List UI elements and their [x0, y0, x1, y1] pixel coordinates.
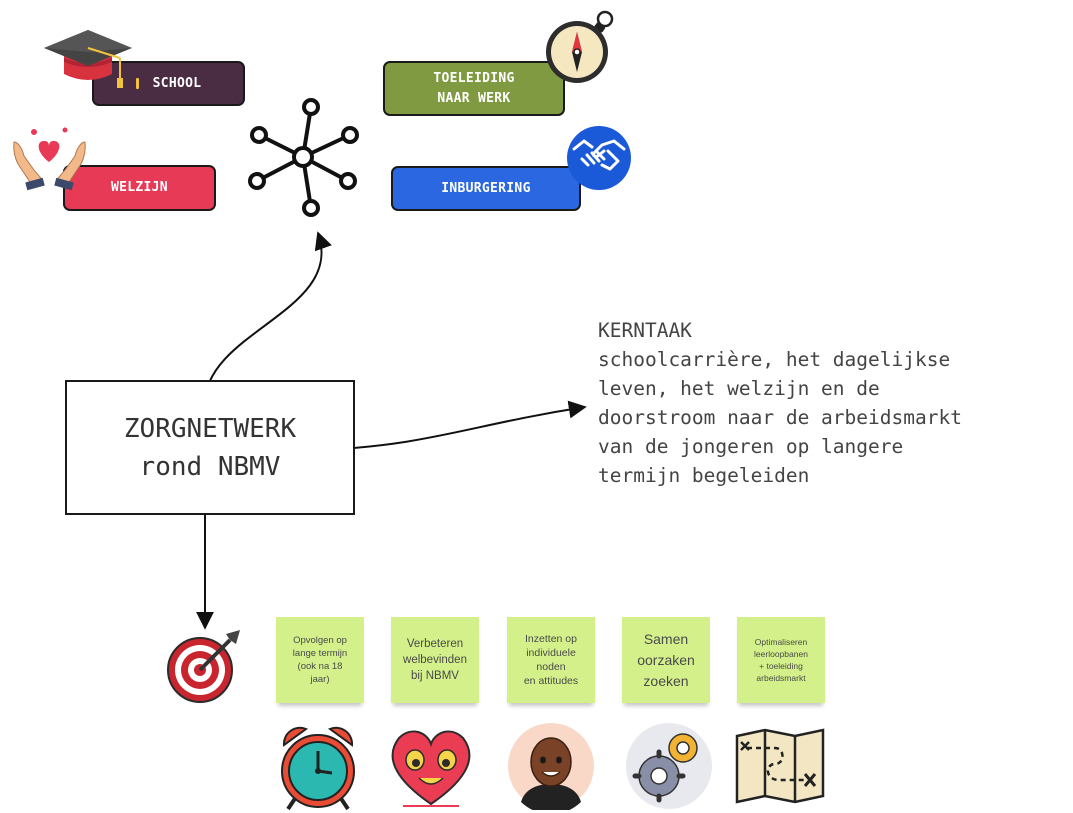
- goal-note-leerloopbanen: Optimaliseren leerloopbanen + toeleiding…: [737, 617, 825, 703]
- zorgnetwerk-box: ZORGNETWERK rond NBMV: [65, 380, 355, 515]
- treasure-map-icon: [735, 728, 825, 804]
- kerntaak-line: leven, het welzijn en de: [598, 377, 880, 400]
- goal-note-opvolgen: Opvolgen op lange termijn (ook na 18 jaa…: [276, 617, 364, 703]
- arrow-to-network: [204, 231, 332, 401]
- domain-inburgering: INBURGERING: [391, 166, 581, 211]
- kerntaak-line: termijn begeleiden: [598, 464, 810, 487]
- domain-toeleiding-label-1: TOELEIDING: [433, 70, 515, 86]
- kerntaak-line: doorstroom naar de arbeidsmarkt: [598, 406, 962, 429]
- network-hub-icon: [248, 98, 359, 217]
- handshake-icon: [567, 126, 631, 190]
- domain-toeleiding-label-2: NAAR WERK: [437, 90, 511, 106]
- kerntaak-text: KERNTAAK schoolcarrière, het dagelijkse …: [598, 316, 1068, 490]
- target-arrow-icon: [167, 630, 240, 703]
- domain-inburgering-label: INBURGERING: [441, 180, 531, 196]
- person-avatar-icon: [508, 723, 594, 810]
- kerntaak-line: schoolcarrière, het dagelijkse: [598, 348, 951, 371]
- zorgnetwerk-subtitle: rond NBMV: [139, 451, 281, 482]
- domain-welzijn: WELZIJN: [63, 165, 216, 211]
- alarm-clock-icon: [281, 726, 355, 811]
- goal-note-oorzaken: Samen oorzaken zoeken: [622, 617, 710, 703]
- goal-note-welbevinden: Verbeteren welbevinden bij NBMV: [391, 617, 479, 703]
- kerntaak-line: van de jongeren op langere: [598, 435, 904, 458]
- hands-heart-icon: [13, 127, 86, 191]
- arrow-to-kerntaak: [322, 400, 587, 451]
- goal-note-noden: Inzetten op individuele noden en attitud…: [507, 617, 595, 703]
- domain-school-label: SCHOOL: [152, 75, 202, 91]
- domain-welzijn-label: WELZIJN: [111, 180, 168, 195]
- heart-face-icon: [391, 730, 471, 807]
- gears-icon: [626, 723, 712, 809]
- kerntaak-title: KERNTAAK: [598, 319, 692, 342]
- compass-icon: [546, 10, 614, 83]
- zorgnetwerk-title: ZORGNETWERK: [123, 413, 297, 444]
- domain-toeleiding: TOELEIDING NAAR WERK: [383, 61, 565, 116]
- graduation-cap-icon: [44, 30, 132, 88]
